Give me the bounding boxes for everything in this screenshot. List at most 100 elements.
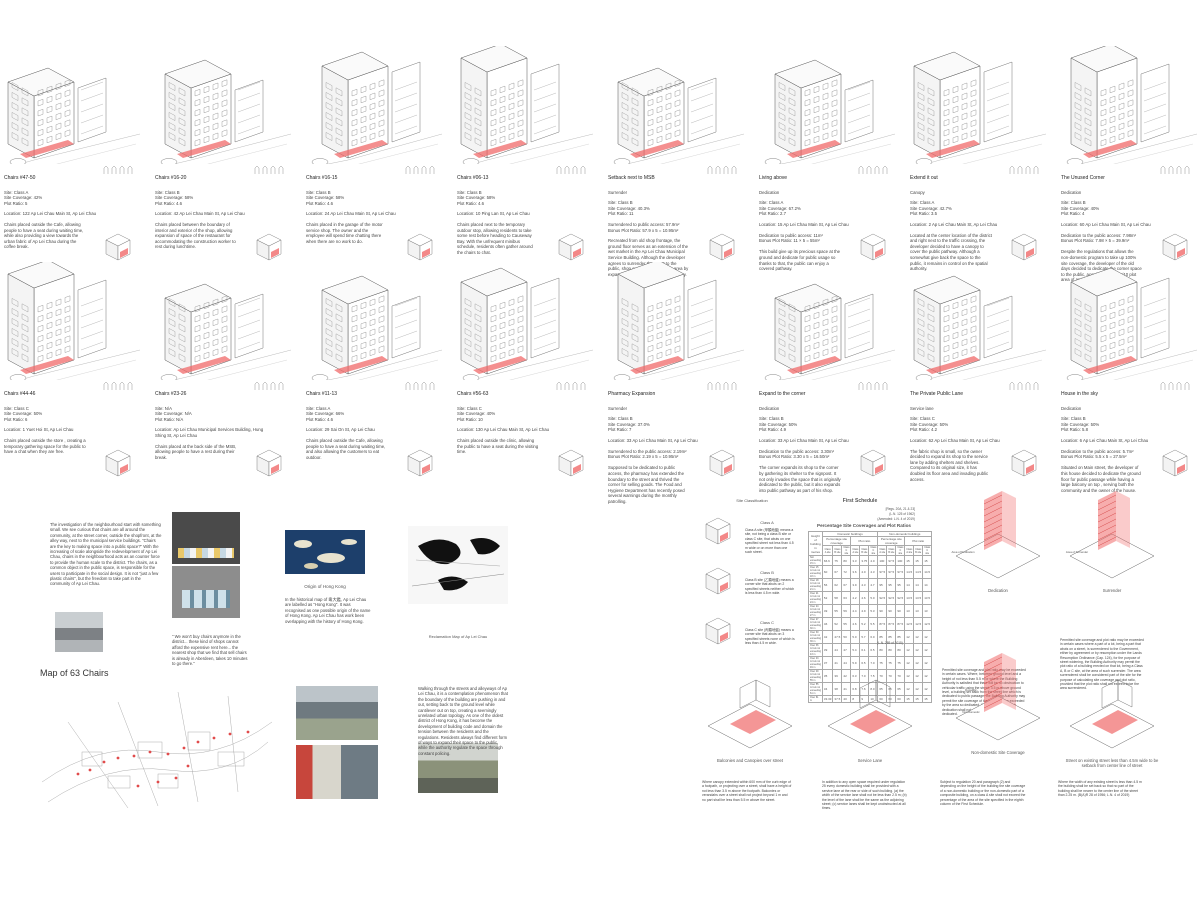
case-subtitle: Surrender: [608, 189, 628, 195]
case-subtitle: Dedication: [759, 189, 780, 195]
case-description: Dedication to the public access: 5.7m² B…: [1061, 448, 1141, 493]
case-subtitle: Dedication: [1061, 189, 1082, 195]
case-diagram: [256, 233, 282, 261]
car-icon: [311, 374, 329, 380]
schedule-cell: Over 21 m but not exceeding 24 m: [808, 591, 823, 606]
case-description: Chairs placed outside the clinic, allowi…: [457, 437, 539, 455]
schedule-cell: 56: [821, 578, 834, 593]
axonometric-building: [311, 275, 443, 380]
schedule-heading: Percentage Site Coverages and Plot Ratio…: [817, 523, 911, 528]
street-photo-3: [418, 743, 498, 793]
case-meta: Site: Class A Site Coverage: 67.2% Plot …: [759, 200, 801, 217]
schedule-cell: 63: [841, 591, 852, 606]
case-illustration: [613, 262, 745, 380]
case-title: The Unused Corner: [1061, 175, 1105, 181]
case-title: Extend it out: [910, 175, 938, 181]
car-icon: [160, 374, 178, 380]
case-illustration: [913, 51, 1047, 164]
case-meta: Site: Class B Site Coverage: 50% Plot Ra…: [1061, 416, 1100, 433]
schedule-class-header: Class A site: [821, 545, 834, 557]
schedule-cell: 55: [832, 604, 843, 619]
car-icon: [764, 374, 782, 380]
schedule-cell: 59: [841, 604, 852, 619]
case-description: Chairs placed outside the Cafe, allowing…: [4, 221, 84, 250]
public-space-highlight: [177, 356, 231, 374]
schedule-cell: 87.5: [877, 617, 888, 632]
site-class-diagram: [705, 617, 731, 645]
case-meta: Site: N/A Site Coverage: N/A Plot Ratio:…: [155, 405, 192, 422]
case-meta: Site: Class B Site Coverage: 37.0% Plot …: [608, 416, 650, 433]
site-class-diagram: [705, 567, 731, 595]
axonometric-building: [764, 59, 896, 164]
schedule-cell: 12: [922, 656, 933, 671]
schedule-cell: 100: [877, 555, 888, 567]
case-title: Chairs #11-13: [306, 391, 338, 397]
rule-text: Where canopy extended within 600 mm of t…: [702, 780, 792, 802]
schedule-cell: 72: [841, 565, 852, 580]
schedule-cell: 4.9: [859, 604, 870, 619]
schedule-cell: 12: [922, 630, 933, 645]
case-location: Location: 29 Sai On St, Ap Lei Chau: [306, 427, 375, 433]
schedule-cell: Over 55 m but not exceeding 61 m: [808, 682, 823, 697]
axonometric-building: [1066, 267, 1198, 380]
axonometric-building: [160, 283, 292, 380]
origin-map: [285, 530, 365, 574]
schedule-cell: 5.4: [850, 643, 861, 658]
section-icons: [556, 381, 586, 390]
schedule-cell: 97.5: [886, 555, 897, 567]
schedule-cell: Over 18 m but not exceeding 21 m: [808, 578, 823, 593]
schedule-cell: 4.6: [850, 617, 861, 632]
site-box-diagram: [558, 449, 584, 477]
case-subtitle: Canopy: [910, 189, 925, 195]
schedule-title: First Schedule: [842, 498, 878, 504]
rule-diagram: [955, 491, 1041, 579]
case-location: Surrendered to public access: 57.9m² Bon…: [608, 221, 680, 233]
public-space-highlight: [473, 356, 527, 374]
rule-diagram: [1069, 491, 1155, 579]
site-class-text: Class C site (丙類地盤) means a corner site …: [745, 628, 795, 646]
schedule-cell: 92.5: [886, 591, 897, 606]
case-illustration: [1066, 267, 1198, 380]
rule-text: Where the width of any existing street i…: [1058, 780, 1142, 798]
site-box-diagram: [709, 233, 735, 261]
site-box-diagram: [705, 617, 731, 645]
schedule-cell: 92.5: [877, 591, 888, 606]
schedule-cell: 14: [922, 578, 933, 593]
chair-photo-plastic: [172, 566, 240, 618]
car-icon: [9, 158, 27, 164]
schedule-cell: 67: [841, 578, 852, 593]
rule-label: Service Lane: [857, 758, 883, 763]
schedule-cell: 14: [904, 578, 915, 593]
rule-text: Permitted site coverage and plot ratio m…: [1060, 638, 1144, 691]
section-icons: [858, 381, 888, 390]
rule-label: Surrender: [1102, 588, 1122, 593]
case-diagram: [709, 449, 735, 477]
schedule-cell: 3.3: [850, 555, 861, 567]
schedule-cell: 55: [841, 617, 852, 632]
reclamation-map: [408, 526, 508, 604]
schedule-cell: Over 43 m but not exceeding 49 m: [808, 656, 823, 671]
site-box-diagram: [105, 449, 131, 477]
case-illustration: [7, 67, 141, 164]
case-meta: Site: Class B Site Coverage: 58% Plot Ra…: [155, 189, 194, 206]
site-box-diagram: [1011, 449, 1037, 477]
case-meta: Site: Class A Site Coverage: 42.7% Plot …: [910, 200, 952, 217]
schedule-cell: 6.1: [859, 643, 870, 658]
case-illustration: [613, 67, 745, 164]
case-meta: Site: Class B Site Coverage: 50% Plot Ra…: [759, 416, 798, 433]
axonometric-building: [460, 46, 594, 164]
schedule-subheader: Plot ratio: [850, 536, 879, 547]
schedule-domestic-header: Domestic buildings: [821, 530, 879, 538]
reclamation-map-shapes: [411, 538, 505, 591]
case-location: Location: 6 Ap Lei Chau Main St, Ap Lei …: [1061, 437, 1149, 443]
schedule-cell: Over 61 m: [808, 695, 823, 704]
case-description: Dedication to the public access: 3.30m² …: [759, 448, 841, 493]
